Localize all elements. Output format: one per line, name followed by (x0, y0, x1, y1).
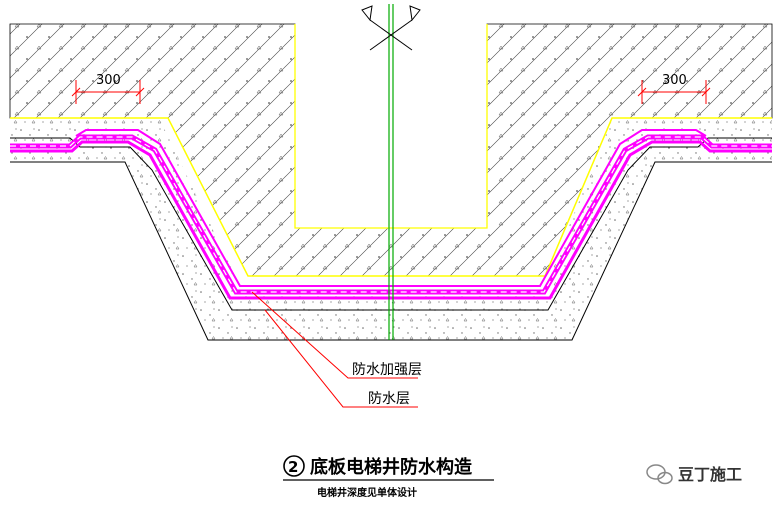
wechat-icon (646, 464, 673, 485)
label-reinforcement-layer: 防水加强层 (352, 362, 422, 378)
waterproof-layer-dash-white (10, 136, 772, 293)
title-number-badge: 2 (283, 455, 305, 477)
watermark-text: 豆丁施工 (678, 465, 742, 484)
label-waterproof-layer: 防水层 (368, 391, 410, 407)
dimension-right-text: 300 (662, 73, 687, 88)
waterproof-layer-outer (10, 140, 772, 300)
cushion-inner-outline (10, 137, 772, 311)
lower-concrete-cushion (10, 120, 772, 340)
protective-layer-line (10, 117, 772, 277)
inner-pit-yellow-outline (294, 24, 488, 229)
title-text: 底板电梯井防水构造 (310, 456, 472, 478)
title-number: 2 (288, 458, 298, 476)
dimension-left-text: 300 (96, 73, 121, 88)
waterproof-reinforcement-layer (75, 129, 707, 287)
title-subtitle: 电梯井深度见单体设计 (317, 486, 417, 499)
cushion-outline (10, 161, 772, 341)
dimension-right (637, 80, 711, 104)
dimension-left (71, 80, 145, 104)
axis-cross-symbol (361, 5, 421, 51)
leader-lines (251, 291, 418, 408)
